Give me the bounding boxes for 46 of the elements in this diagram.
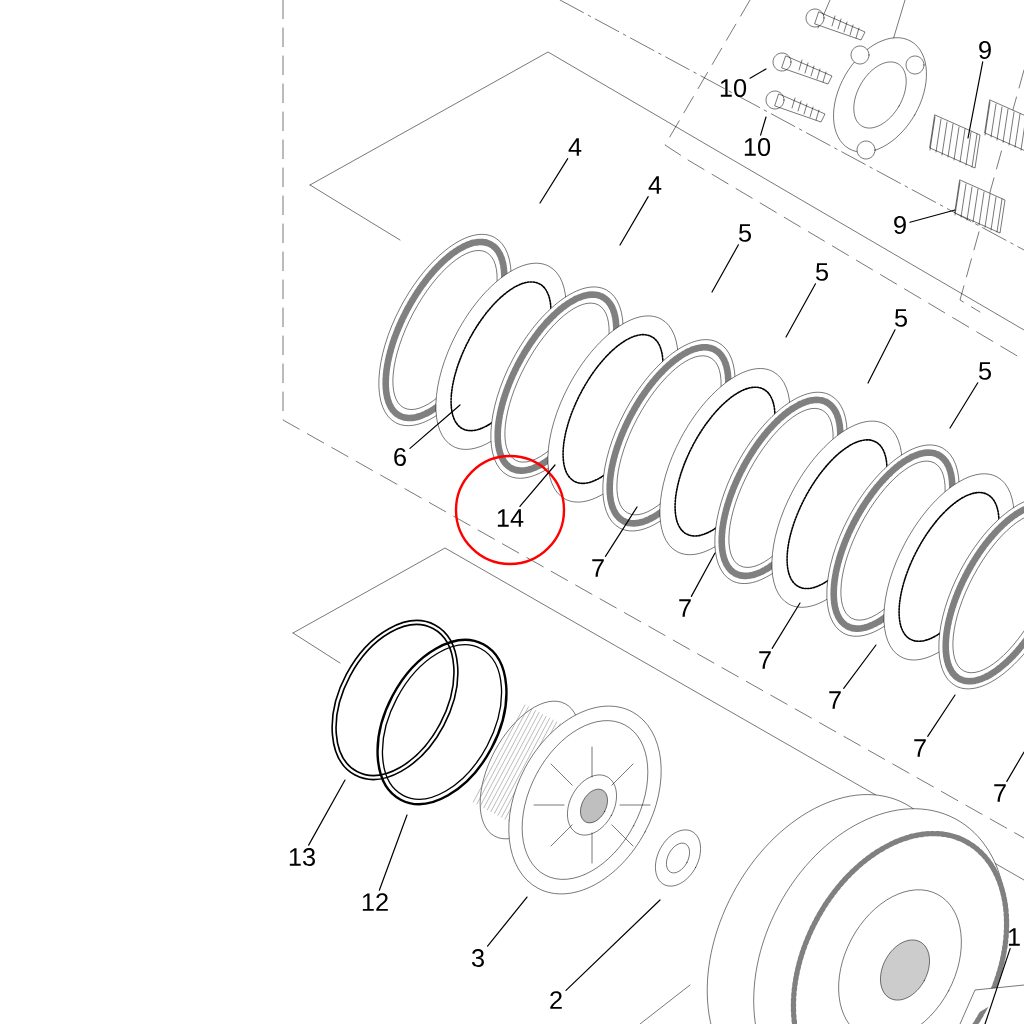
callout-number: 5 — [815, 263, 828, 281]
callout-number: 7 — [592, 559, 604, 577]
callout-number: 12 — [362, 893, 388, 911]
callout-number: 14 — [497, 509, 524, 527]
leader-line — [604, 506, 638, 557]
callout-number: 10 — [744, 138, 771, 156]
leader-line — [967, 61, 984, 139]
callout-number: 9 — [979, 41, 991, 59]
leader-line — [749, 68, 767, 79]
leader-line — [486, 896, 528, 947]
leader-line — [565, 899, 661, 991]
callout-number: 7 — [994, 784, 1006, 802]
leader-line — [308, 779, 346, 846]
leader-line — [409, 404, 461, 449]
callout-number: 4 — [648, 176, 662, 194]
callout-number: 9 — [894, 216, 906, 234]
leader-line — [711, 244, 740, 293]
callout-number: 5 — [978, 362, 991, 380]
leader-line — [771, 602, 801, 649]
leader-line — [785, 283, 817, 338]
leader-line — [984, 948, 1011, 1024]
callout-number: 7 — [829, 691, 841, 709]
leader-line — [619, 196, 649, 246]
callout-number: 1 — [1008, 928, 1020, 946]
callout-number: 5 — [738, 224, 751, 242]
leader-line — [1006, 751, 1024, 782]
callout-number: 7 — [759, 651, 771, 669]
callout-number: 2 — [550, 991, 562, 1009]
leader-line — [927, 694, 956, 737]
leader-line — [539, 158, 569, 204]
callout-number: 7 — [914, 739, 926, 757]
leader-line — [519, 464, 556, 507]
callout-number: 3 — [471, 949, 484, 967]
leader-line — [949, 382, 979, 429]
leader-line — [867, 329, 896, 384]
leader-line — [690, 552, 716, 597]
callout-number: 6 — [394, 448, 406, 466]
callout-number: 7 — [679, 599, 691, 617]
leader-line — [843, 644, 877, 689]
callout-number: 10 — [720, 79, 747, 97]
callout-number: 13 — [289, 848, 315, 866]
leader-line — [378, 814, 408, 891]
callout-number: 5 — [894, 309, 907, 327]
leader-line — [909, 209, 956, 223]
callout-number: 4 — [568, 138, 582, 156]
leader-line — [760, 116, 767, 136]
